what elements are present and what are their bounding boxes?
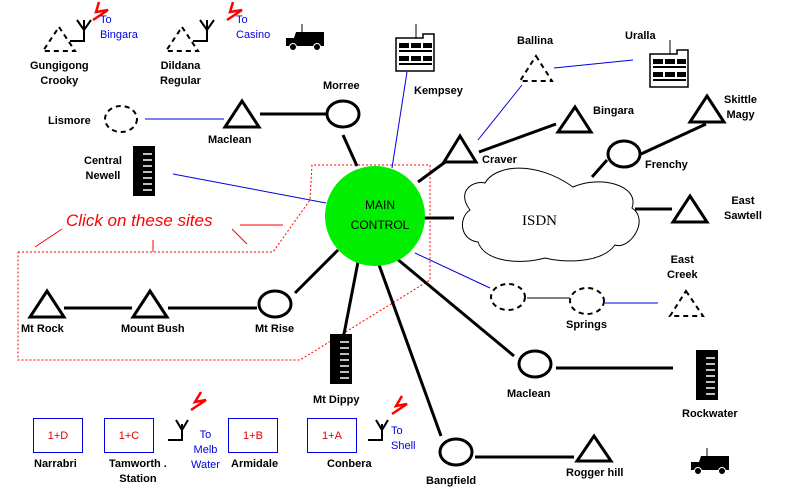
east-sawtell-node[interactable] [670,193,710,224]
site-mt-rise[interactable]: Mt Rise [255,323,295,335]
site-narrabri[interactable]: Narrabri [34,458,77,470]
mount-bush-node[interactable] [130,288,170,319]
link-to-melb-water[interactable]: To Melb Water [191,429,220,471]
bangfield-node[interactable] [438,437,474,467]
site-springs[interactable]: Springs [566,319,607,331]
springs-node[interactable] [569,287,605,315]
site-central-newell[interactable]: Central Newell [84,155,122,182]
site-ballina[interactable]: Ballina [517,35,554,47]
site-conbera[interactable]: Conbera [327,458,372,470]
site-east-sawtell[interactable]: East Sawtell [724,195,762,222]
hint-line [34,228,63,248]
site-rockwater[interactable]: Rockwater [682,408,738,420]
vehicle-icon [691,448,729,475]
circle-nodes [257,99,642,467]
link-to-casino[interactable]: To Casino [236,14,271,41]
black-links [64,112,707,459]
east-creek-node[interactable] [668,289,705,317]
building-icon[interactable] [395,24,435,72]
server-tower-icon[interactable] [133,146,155,196]
isdn-cloud[interactable] [462,167,640,262]
lismore-node[interactable] [104,105,138,133]
main-control-node[interactable] [325,166,425,266]
box-1c[interactable]: 1+C [104,418,154,453]
radio-link-icons [92,1,408,416]
link-to-bingara[interactable]: To Bingara [100,14,138,41]
springs-left-node[interactable] [490,283,526,311]
blue-links [145,59,658,304]
site-mt-dippy[interactable]: Mt Dippy [313,394,360,406]
site-morree[interactable]: Morree [323,80,360,92]
site-craver[interactable]: Craver [482,154,517,166]
click-hint: Click on these sites [66,211,213,230]
site-dildana[interactable]: Dildana Regular [160,60,201,87]
site-gungigong[interactable]: Gungigong Crooky [30,60,89,87]
site-uralla[interactable]: Uralla [625,30,656,42]
mt-rise-node[interactable] [257,289,293,319]
frenchy-node[interactable] [606,139,642,169]
building-icon[interactable] [649,40,689,88]
site-bangfield[interactable]: Bangfield [426,475,477,487]
site-bingara[interactable]: Bingara [593,105,634,117]
skittle-magy-node[interactable] [687,93,727,124]
ballina-node[interactable] [518,54,554,82]
craver-node[interactable] [441,133,479,164]
site-skittle-magy[interactable]: Skittle Magy [724,94,758,121]
gungigong-node[interactable] [41,25,77,52]
server-tower-icon[interactable] [696,350,718,400]
box-1b[interactable]: 1+B [228,418,278,453]
box-1a[interactable]: 1+A [307,418,357,453]
site-rogger-hill[interactable]: Rogger hill [566,467,624,479]
box-1d[interactable]: 1+D [33,418,83,453]
maclean-bottom-node[interactable] [517,349,553,379]
hint-line [231,228,248,245]
rogger-hill-node[interactable] [574,433,614,463]
maclean-top-node[interactable] [222,98,262,129]
vehicle-icon [286,24,324,51]
site-mount-bush[interactable]: Mount Bush [121,323,185,335]
server-tower-icon[interactable] [330,334,352,384]
site-maclean-bottom[interactable]: Maclean [507,388,551,400]
site-lismore[interactable]: Lismore [48,115,91,127]
bingara-node[interactable] [555,104,594,134]
dildana-node[interactable] [164,25,200,52]
isdn-label: ISDN [522,213,558,229]
site-armidale[interactable]: Armidale [231,458,279,470]
mt-rock-node[interactable] [27,288,67,319]
morree-node[interactable] [325,99,361,129]
link-to-shell[interactable]: To Shell [391,425,416,452]
site-mt-rock[interactable]: Mt Rock [21,323,64,335]
site-maclean-top[interactable]: Maclean [208,134,252,146]
antenna-icons [70,19,389,441]
site-east-creek[interactable]: East Creek [667,254,698,281]
selection-outline [17,164,431,361]
site-frenchy[interactable]: Frenchy [645,159,688,171]
site-tamworth[interactable]: Tamworth . Station [109,458,167,485]
site-kempsey[interactable]: Kempsey [414,85,463,97]
